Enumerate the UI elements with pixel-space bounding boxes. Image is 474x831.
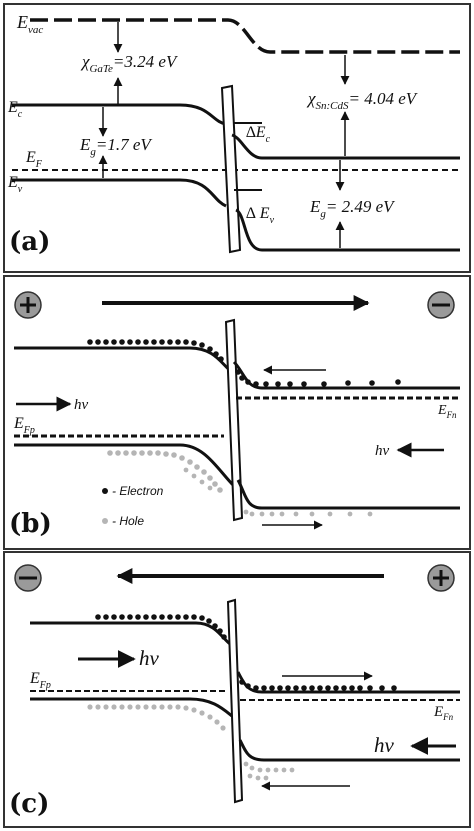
panel-a: Evac Ec Ev EF χGaTe=3.24 eV Eg=1.7 eV ∆E… [3,3,471,273]
b-valence-band-right [236,479,460,510]
conduction-band-right [231,133,460,160]
b-electron-dots-left [87,339,224,362]
b-hv-left-label: hν [74,397,89,413]
panel-c-frame [3,551,471,828]
e-f-label: EF [25,149,43,170]
b-e-fn-label: EFn [437,403,457,420]
panel-b-frame [3,275,471,550]
c-valence-band-right [238,739,460,762]
legend-electron-label: - Electron [112,484,164,498]
vacuum-level-line [30,18,460,54]
conduction-band-left [12,103,227,126]
e-vac-label: Evac [16,12,43,36]
b-valence-band-left [14,443,236,488]
panel-c-letter: (c) [9,789,49,819]
legend-hole-label: - Hole [112,514,144,528]
b-interface-barrier [224,318,244,522]
c-positive-charge-icon [427,564,455,592]
c-electron-dots-right [239,679,397,691]
b-electron-dots-right [235,369,401,387]
c-hole-dots [87,704,295,781]
panel-b-letter: (b) [9,509,52,539]
panel-b: EFp EFn [3,275,471,550]
valence-band-left [12,178,227,208]
valence-band-right [235,208,460,252]
delta-ec-label: ∆Ec [246,124,271,145]
chi-gate-label: χGaTe=3.24 eV [80,52,179,75]
negative-charge-icon [427,291,455,319]
delta-ev-label: ∆ Ev [246,205,275,226]
legend-hole-dot [102,518,108,524]
positive-charge-icon [14,291,42,319]
chi-cds-label: χSn:CdS= 4.04 eV [306,89,419,112]
c-negative-charge-icon [14,564,42,592]
c-interface-barrier [226,598,244,804]
b-e-fp-label: EFp [13,415,35,436]
e-v-label: Ev [7,174,23,195]
eg-left-label: Eg=1.7 eV [79,135,153,158]
c-e-fp-label: EFp [29,670,51,691]
c-hv-left-label: hν [139,646,160,670]
c-valence-band-left [30,697,233,718]
b-hv-right-label: hν [375,443,390,459]
c-hv-right-label: hν [374,733,395,757]
panel-a-frame [3,3,471,273]
e-c-label: Ec [7,99,23,120]
panel-c: EFp EFn [3,551,471,828]
b-conduction-band-left [14,346,233,374]
panel-a-letter: (a) [9,227,50,257]
c-electron-dots-left [95,614,227,640]
c-conduction-band-left [30,621,231,646]
c-e-fn-label: EFn [433,704,454,722]
legend-electron-dot [102,488,108,494]
eg-right-label: Eg= 2.49 eV [309,197,396,220]
interface-barrier [220,84,242,254]
b-hole-dots [107,450,373,517]
